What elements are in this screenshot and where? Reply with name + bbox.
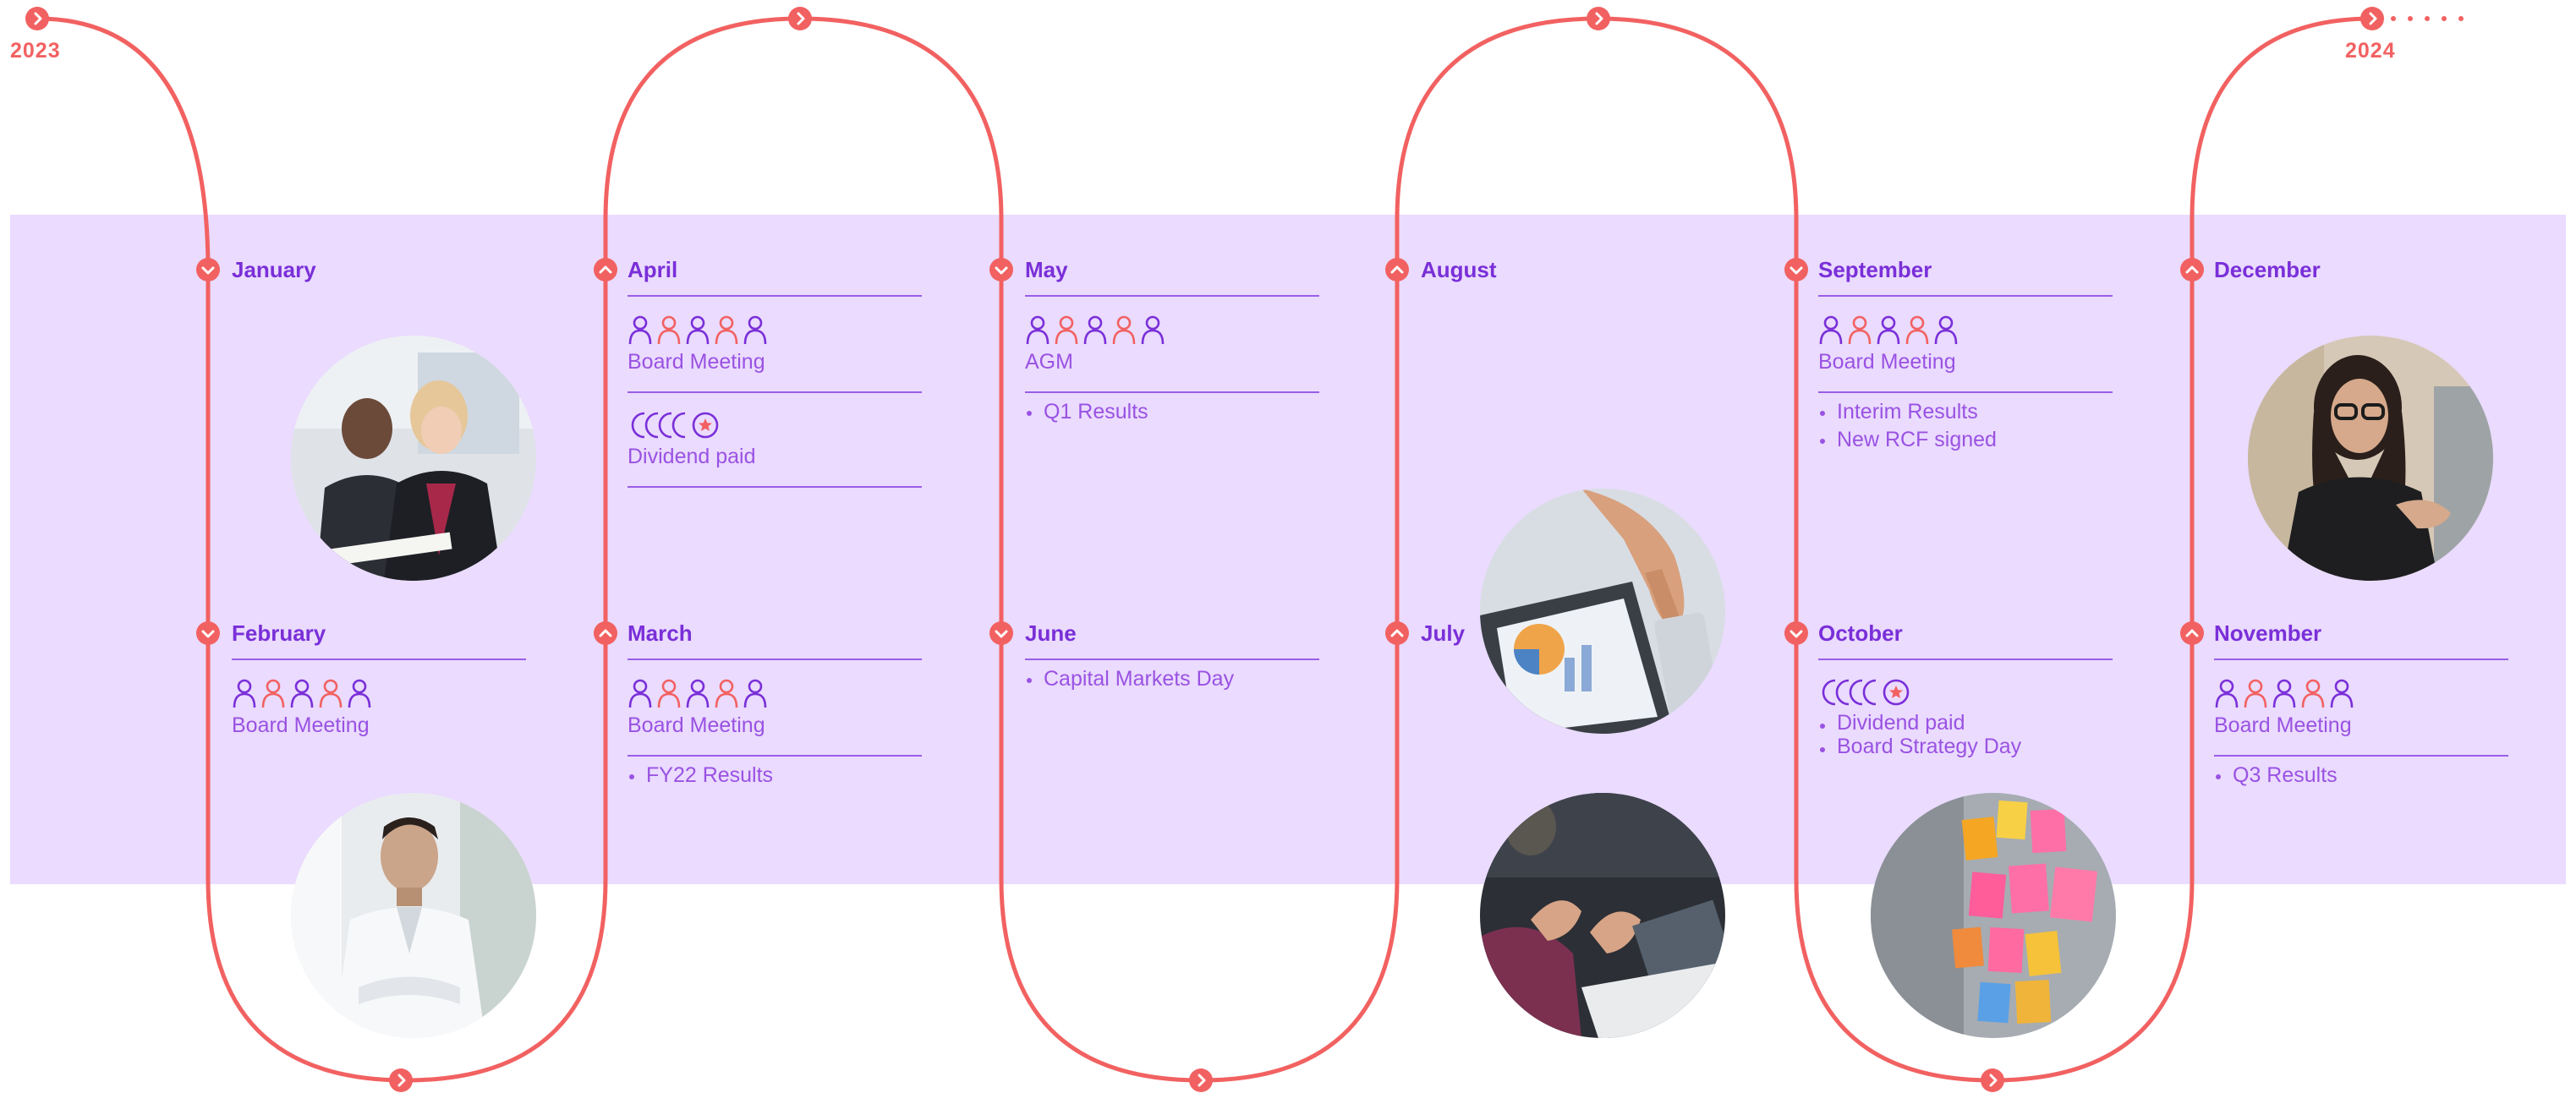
node-bottom-3	[1979, 1067, 2006, 1093]
discussion-hands-photo	[1480, 793, 1725, 1038]
people-group-icon	[2215, 679, 2354, 708]
bullet-list: Dividend paid Board Strategy Day	[1818, 711, 2021, 758]
coins-star-icon	[631, 412, 719, 439]
bullet-list: Capital Markets Day	[1025, 665, 1234, 693]
bullet-list: Interim Results New RCF signed	[1818, 398, 1997, 454]
node-march	[592, 620, 619, 647]
list-item: Dividend paid	[1818, 711, 2021, 735]
divider	[1025, 295, 1319, 297]
month-title: March	[628, 620, 693, 646]
month-title: July	[1421, 620, 1466, 646]
track-dots	[2391, 16, 2464, 21]
node-start-2023	[24, 5, 51, 32]
event-label: Board Meeting	[1818, 350, 1956, 374]
list-item: Capital Markets Day	[1025, 665, 1234, 693]
month-title: November	[2214, 620, 2322, 646]
people-group-icon	[628, 679, 767, 708]
event-label: Board Meeting	[2214, 713, 2352, 737]
divider	[628, 755, 922, 757]
list-item: Interim Results	[1818, 398, 1997, 426]
node-august	[1384, 256, 1411, 283]
list-item: New RCF signed	[1818, 426, 1997, 454]
divider	[2214, 755, 2508, 757]
month-title: August	[1421, 257, 1497, 282]
node-october	[1783, 620, 1810, 647]
event-label: Dividend paid	[628, 445, 756, 468]
divider	[1025, 391, 1319, 393]
node-june	[988, 620, 1015, 647]
node-september	[1783, 256, 1810, 283]
month-title: February	[232, 620, 326, 646]
list-item: FY22 Results	[628, 762, 773, 790]
node-start-2024	[2359, 5, 2386, 32]
divider	[232, 659, 526, 660]
divider	[628, 659, 922, 660]
coins-star-icon	[1822, 679, 1910, 706]
man-in-lab-coat-photo	[291, 793, 536, 1038]
year-end-label: 2024	[2345, 39, 2396, 63]
node-top-1	[787, 5, 814, 32]
node-may	[988, 256, 1015, 283]
node-january	[195, 256, 222, 283]
month-title: May	[1025, 257, 1068, 282]
people-at-meeting-photo	[291, 336, 536, 581]
bullet-list: FY22 Results	[628, 762, 773, 790]
smiling-woman-photo	[2248, 336, 2493, 581]
list-item: Board Strategy Day	[1818, 735, 2021, 758]
event-label: Board Meeting	[628, 713, 765, 737]
hand-on-tablet-photo	[1480, 489, 1725, 734]
node-july	[1384, 620, 1411, 647]
divider	[2214, 659, 2508, 660]
divider	[1818, 659, 2113, 660]
bullet-list: Q3 Results	[2214, 762, 2338, 790]
list-item: Q1 Results	[1025, 398, 1148, 426]
divider	[1818, 391, 2113, 393]
node-december	[2179, 256, 2206, 283]
people-group-icon	[1026, 315, 1165, 345]
people-group-icon	[628, 315, 767, 345]
list-item: Q3 Results	[2214, 762, 2338, 790]
month-title: June	[1025, 620, 1077, 646]
node-april	[592, 256, 619, 283]
node-november	[2179, 620, 2206, 647]
event-label: Board Meeting	[628, 350, 765, 374]
node-bottom-1	[387, 1067, 414, 1093]
month-title: October	[1818, 620, 1903, 646]
divider	[628, 391, 922, 393]
people-group-icon	[1819, 315, 1958, 345]
divider	[628, 295, 922, 297]
month-title: September	[1818, 257, 1932, 282]
bullet-list: Q1 Results	[1025, 398, 1148, 426]
divider	[1025, 659, 1319, 660]
divider	[1818, 295, 2113, 297]
month-title: April	[628, 257, 678, 282]
event-label: Board Meeting	[232, 713, 370, 737]
node-february	[195, 620, 222, 647]
node-bottom-2	[1187, 1067, 1214, 1093]
event-label: AGM	[1025, 350, 1073, 374]
month-title: December	[2214, 257, 2321, 282]
divider	[628, 486, 922, 488]
month-title: January	[232, 257, 316, 282]
year-start-label: 2023	[10, 39, 61, 63]
node-top-2	[1585, 5, 1612, 32]
people-group-icon	[233, 679, 371, 708]
sticky-notes-wall-photo	[1871, 793, 2116, 1038]
